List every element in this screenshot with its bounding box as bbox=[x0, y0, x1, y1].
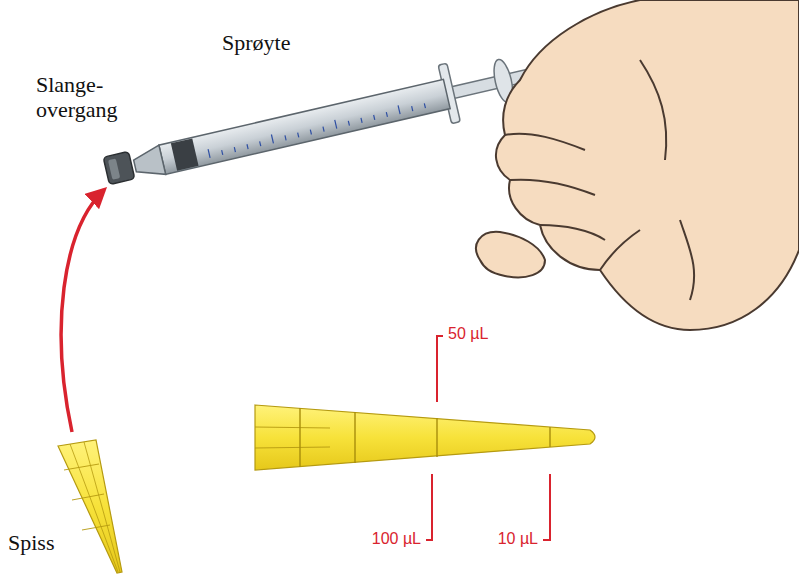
tube-adapter bbox=[103, 151, 135, 184]
volume-label: 10 µL bbox=[498, 530, 538, 548]
red-arrow bbox=[61, 190, 104, 432]
part-label: Slange- overgang bbox=[36, 72, 140, 123]
hand bbox=[476, 0, 799, 330]
part-label: Sprøyte bbox=[222, 30, 290, 55]
small-pipette-tip bbox=[58, 440, 122, 573]
part-label: Spiss bbox=[8, 530, 54, 555]
syringe bbox=[128, 42, 551, 195]
large-pipette-tip bbox=[255, 405, 595, 470]
volume-label: 100 µL bbox=[372, 530, 421, 548]
volume-leaders bbox=[426, 336, 550, 540]
volume-label: 50 µL bbox=[448, 325, 488, 343]
